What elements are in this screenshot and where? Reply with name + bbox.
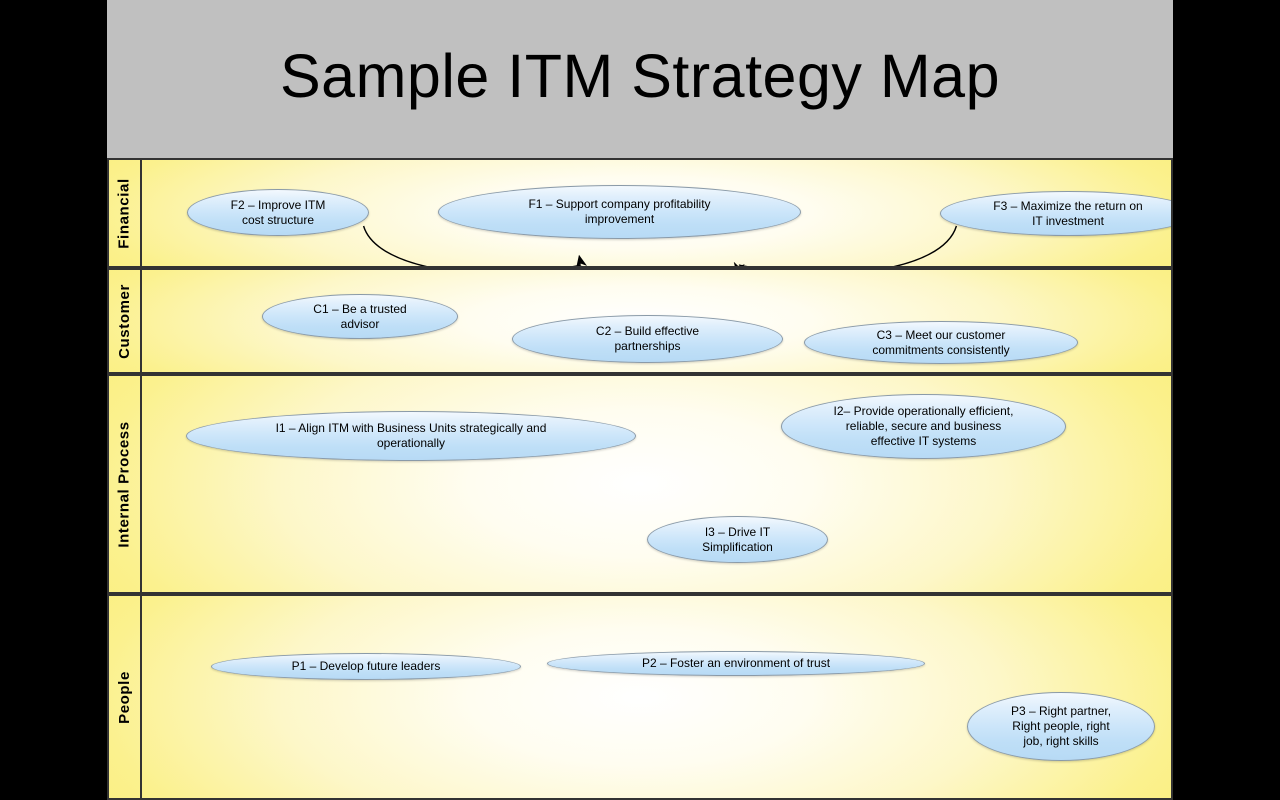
objective-node-p3[interactable]: P3 – Right partner, Right people, right … (967, 692, 1155, 761)
objective-node-c1[interactable]: C1 – Be a trusted advisor (262, 294, 458, 339)
band-body-customer: C1 – Be a trusted advisor C2 – Build eff… (142, 270, 1171, 372)
objective-label-f1: F1 – Support company profitability impro… (528, 197, 711, 226)
objective-node-i3[interactable]: I3 – Drive IT Simplification (647, 516, 828, 563)
objective-label-c1: C1 – Be a trusted advisor (313, 301, 407, 331)
objective-node-f2[interactable]: F2 – Improve ITM cost structure (187, 189, 369, 236)
objective-node-c3[interactable]: C3 – Meet our customer commitments consi… (804, 321, 1078, 364)
perspective-band-customer: Customer C1 – Be a trusted advisor C2 – … (107, 268, 1173, 374)
band-label-cell-internal-process: Internal Process (109, 376, 142, 592)
band-label-people: People (116, 670, 134, 724)
band-body-financial: F2 – Improve ITM cost structure F1 – Sup… (142, 160, 1171, 266)
band-label-cell-people: People (109, 596, 142, 798)
perspective-band-internal-process: Internal Process I1 – Align ITM with Bus… (107, 374, 1173, 594)
letterbox-left (0, 0, 107, 800)
strategy-map-slide: Sample ITM Strategy Map Financial (107, 0, 1173, 800)
band-label-financial: Financial (116, 177, 134, 249)
page-title: Sample ITM Strategy Map (279, 41, 1001, 110)
objective-label-i2: I2– Provide operationally efficient, rel… (833, 404, 1014, 448)
objective-node-i1[interactable]: I1 – Align ITM with Business Units strat… (186, 411, 636, 461)
objective-label-i3: I3 – Drive IT Simplification (702, 524, 773, 554)
connector-f3-to-f1 (733, 225, 958, 266)
objective-node-p1[interactable]: P1 – Develop future leaders (211, 653, 521, 680)
objective-label-f2: F2 – Improve ITM cost structure (230, 197, 326, 227)
objective-node-f3[interactable]: F3 – Maximize the return on IT investmen… (940, 191, 1171, 236)
letterbox-right (1173, 0, 1280, 800)
perspective-band-financial: Financial F2 – Improve ITM cost structur… (107, 158, 1173, 268)
objective-label-f3: F3 – Maximize the return on IT investmen… (993, 198, 1143, 228)
objective-node-p2[interactable]: P2 – Foster an environment of trust (547, 651, 925, 676)
objective-label-p2: P2 – Foster an environment of trust (641, 656, 831, 670)
band-body-internal-process: I1 – Align ITM with Business Units strat… (142, 376, 1171, 592)
objective-label-p3: P3 – Right partner, Right people, right … (1010, 704, 1112, 748)
objective-label-i1: I1 – Align ITM with Business Units strat… (275, 421, 547, 450)
perspective-band-people: People P1 – Develop future leaders P2 – … (107, 594, 1173, 800)
band-label-customer: Customer (116, 283, 133, 359)
objective-label-c3: C3 – Meet our customer commitments consi… (872, 327, 1010, 357)
objective-node-c2[interactable]: C2 – Build effective partnerships (512, 315, 783, 363)
objective-label-c2: C2 – Build effective partnerships (595, 324, 700, 353)
title-banner: Sample ITM Strategy Map (107, 0, 1173, 158)
band-label-cell-customer: Customer (109, 270, 142, 372)
objective-node-i2[interactable]: I2– Provide operationally efficient, rel… (781, 394, 1066, 459)
objective-label-p1: P1 – Develop future leaders (291, 659, 441, 673)
band-label-cell-financial: Financial (109, 160, 142, 266)
objective-node-f1[interactable]: F1 – Support company profitability impro… (438, 185, 801, 239)
band-body-people: P1 – Develop future leaders P2 – Foster … (142, 596, 1171, 798)
band-label-internal-process: Internal Process (116, 420, 134, 548)
